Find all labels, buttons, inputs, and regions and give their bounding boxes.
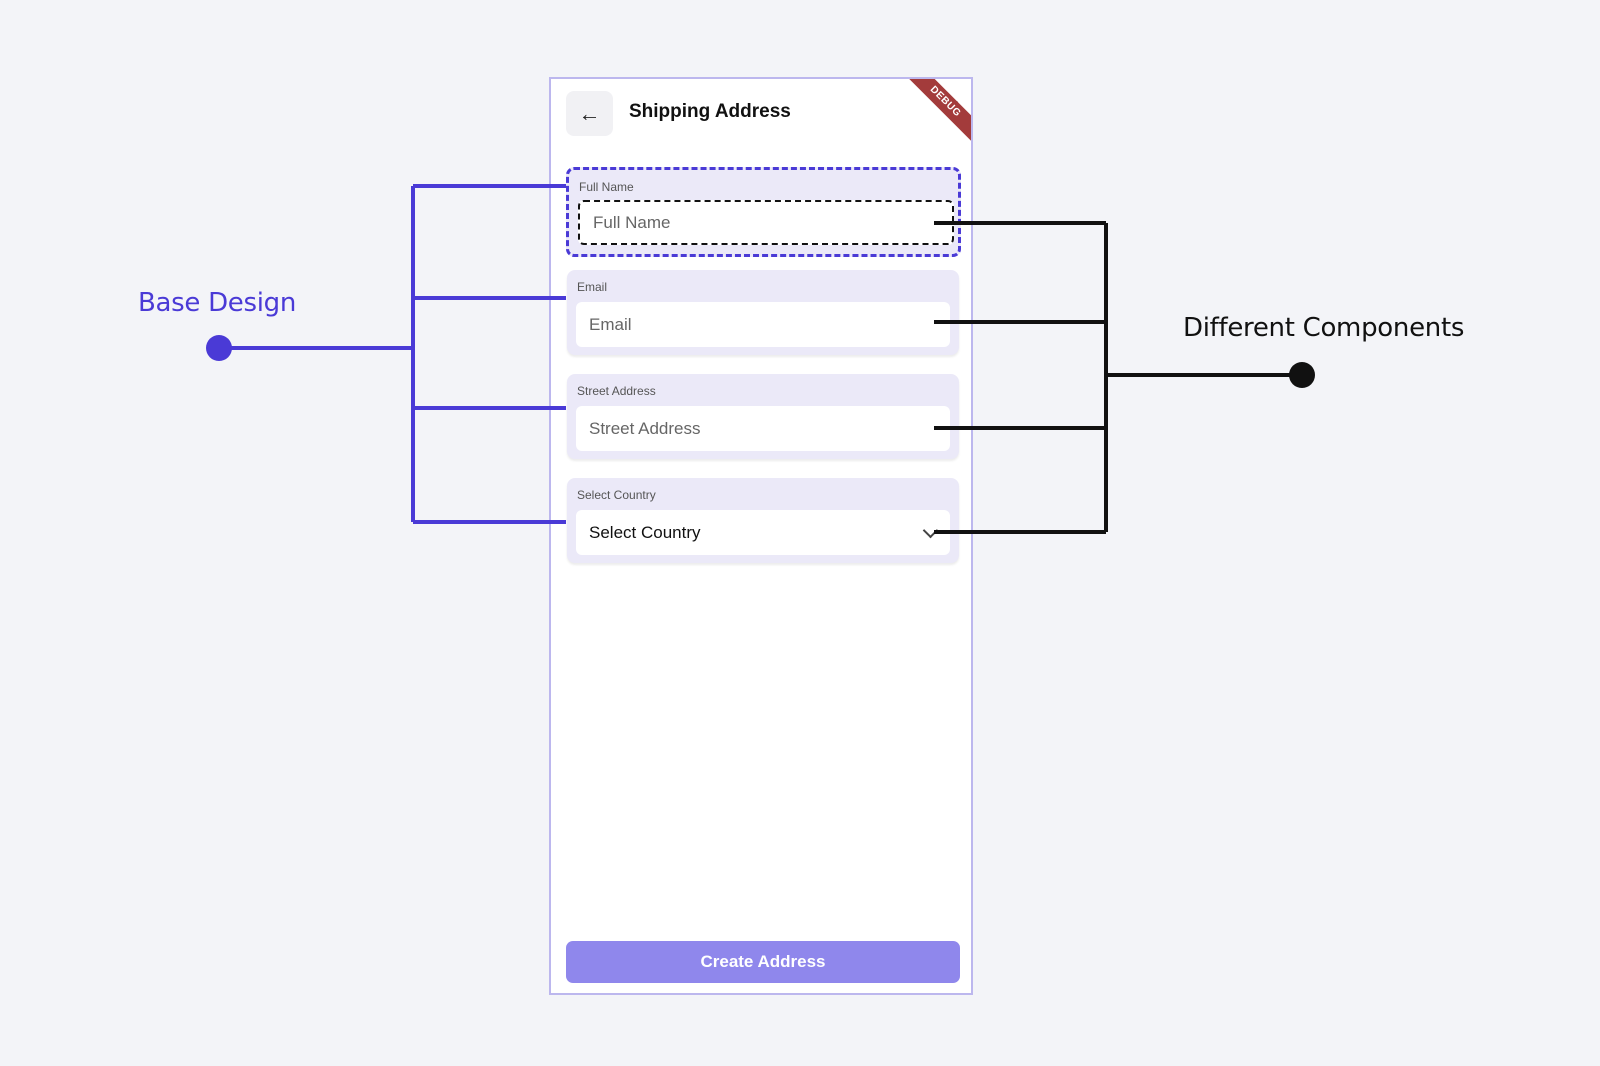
street-address-input[interactable]: Street Address — [576, 406, 950, 451]
email-input[interactable]: Email — [576, 302, 950, 347]
country-select[interactable]: Select Country — [576, 510, 950, 555]
phone-screen: ← Shipping Address DEBUG Full Name Full … — [549, 77, 973, 995]
email-label: Email — [577, 280, 608, 294]
street-address-field-card: Street Address Street Address — [567, 374, 959, 459]
base-design-label: Base Design — [138, 288, 297, 318]
email-field-card: Email Email — [567, 270, 959, 355]
different-components-dot — [1289, 362, 1315, 388]
components-connectors — [934, 221, 1300, 534]
debug-banner: DEBUG — [896, 79, 971, 151]
street-address-label: Street Address — [577, 384, 656, 398]
full-name-label: Full Name — [579, 180, 634, 194]
country-field-card: Select Country Select Country — [567, 478, 959, 563]
country-select-value: Select Country — [589, 522, 701, 542]
arrow-left-icon: ← — [578, 100, 601, 126]
app-bar: ← Shipping Address DEBUG — [551, 79, 971, 151]
base-design-connectors — [222, 184, 566, 524]
back-button[interactable]: ← — [566, 91, 613, 136]
full-name-input[interactable]: Full Name — [578, 200, 954, 245]
base-design-dot — [206, 335, 232, 361]
different-components-label: Different Components — [1183, 313, 1465, 343]
full-name-field-card: Full Name Full Name — [566, 167, 961, 257]
create-address-button[interactable]: Create Address — [566, 941, 960, 983]
chevron-down-icon — [922, 522, 939, 538]
page-title: Shipping Address — [629, 101, 791, 122]
country-label: Select Country — [577, 488, 656, 502]
